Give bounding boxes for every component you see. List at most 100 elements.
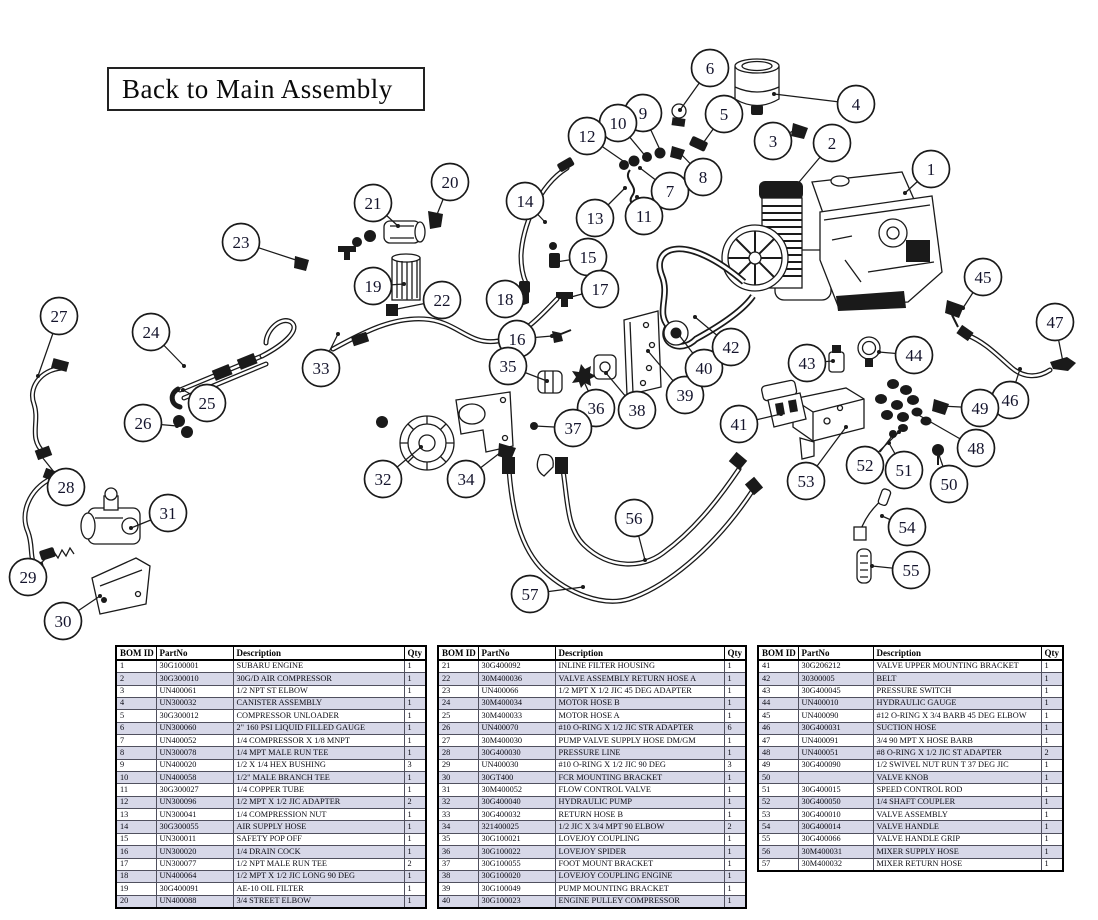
svg-text:34: 34 [458, 470, 476, 489]
partno-cell: 30G100021 [477, 832, 556, 847]
callout-51[interactable]: 51 [884, 441, 924, 490]
svg-text:10: 10 [610, 114, 627, 133]
bom-id-cell: 9 [115, 758, 157, 773]
callout-50[interactable]: 50 [929, 450, 969, 504]
bom-id-cell: 56 [757, 845, 799, 859]
callout-52[interactable]: 52 [845, 430, 902, 485]
callout-8[interactable]: 8 [677, 150, 723, 197]
description-cell: VALVE KNOB [872, 771, 1042, 785]
callout-44[interactable]: 44 [877, 335, 934, 375]
callout-1[interactable]: 1 [903, 149, 951, 196]
callout-42[interactable]: 42 [693, 315, 751, 367]
callout-24[interactable]: 24 [131, 312, 187, 369]
callout-43[interactable]: 43 [787, 343, 836, 383]
bom-id-cell: 43 [757, 684, 799, 699]
callout-40[interactable]: 40 [677, 333, 724, 388]
qty-cell: 1 [1040, 758, 1064, 773]
callout-29[interactable]: 29 [8, 554, 51, 597]
callout-27[interactable]: 27 [36, 296, 79, 379]
svg-text:26: 26 [135, 414, 152, 433]
bom-id-cell: 32 [437, 795, 479, 810]
bom-id-cell: 37 [437, 857, 479, 871]
description-cell: VALVE HANDLE GRIP [872, 832, 1042, 847]
partno-cell: 30M400034 [477, 697, 556, 711]
callout-56[interactable]: 56 [614, 498, 654, 563]
bom-id-cell: 5 [115, 709, 157, 723]
callout-25[interactable]: 25 [181, 383, 227, 423]
description-cell: RETURN HOSE B [554, 808, 725, 822]
callout-18[interactable]: 18 [485, 279, 526, 319]
partno-cell: UN400030 [477, 758, 556, 773]
callout-26[interactable]: 26 [123, 403, 180, 443]
callout-2[interactable]: 2 [787, 123, 852, 197]
callout-46[interactable]: 46 [990, 367, 1030, 420]
callout-30[interactable]: 30 [43, 594, 103, 641]
callout-21[interactable]: 21 [353, 183, 401, 229]
callout-38[interactable]: 38 [604, 371, 657, 430]
callout-34[interactable]: 34 [446, 447, 508, 499]
callout-54[interactable]: 54 [880, 507, 927, 547]
callout-47[interactable]: 47 [1035, 302, 1075, 365]
qty-cell: 2 [1040, 746, 1064, 760]
callout-53[interactable]: 53 [786, 425, 849, 501]
callout-12[interactable]: 12 [567, 116, 629, 166]
callout-22[interactable]: 22 [390, 280, 462, 320]
qty-cell: 1 [1040, 832, 1064, 847]
callout-3[interactable]: 3 [753, 121, 798, 161]
callout-48[interactable]: 48 [913, 411, 996, 468]
partno-cell: 30G300055 [155, 820, 234, 834]
partno-cell: UN400010 [797, 697, 874, 711]
callout-45[interactable]: 45 [961, 257, 1003, 311]
callout-31[interactable]: 31 [129, 493, 188, 533]
back-to-main-assembly-link[interactable]: Back to Main Assembly [107, 67, 425, 111]
callout-13[interactable]: 13 [575, 186, 628, 238]
callout-17[interactable]: 17 [562, 269, 620, 309]
callout-4[interactable]: 4 [772, 84, 876, 124]
callout-32[interactable]: 32 [363, 445, 424, 499]
qty-cell: 1 [723, 857, 747, 871]
qty-cell: 1 [403, 894, 427, 909]
bom-id-cell: 23 [437, 684, 479, 699]
callout-20[interactable]: 20 [430, 162, 470, 220]
callout-23[interactable]: 23 [221, 222, 305, 265]
callout-5[interactable]: 5 [699, 94, 744, 149]
bom-id-cell: 28 [437, 746, 479, 760]
bom-id-cell: 45 [757, 709, 799, 723]
callout-28[interactable]: 28 [36, 450, 86, 507]
bom-id-cell: 15 [115, 832, 157, 847]
callout-33[interactable]: 33 [301, 332, 341, 388]
partno-cell: UN400064 [155, 869, 234, 884]
qty-cell: 1 [403, 783, 427, 797]
partno-cell: UN400091 [797, 734, 874, 748]
callout-39[interactable]: 39 [646, 349, 705, 415]
callout-55[interactable]: 55 [870, 550, 931, 590]
callout-19[interactable]: 19 [353, 266, 407, 306]
partno-cell: 30M400036 [477, 672, 556, 686]
bom-id-cell: 52 [757, 795, 799, 810]
qty-cell: 1 [1040, 734, 1064, 748]
col-qty: Qty [723, 645, 747, 661]
callout-37[interactable]: 37 [533, 408, 593, 448]
callout-7[interactable]: 7 [638, 166, 690, 211]
svg-text:42: 42 [723, 338, 740, 357]
callout-41[interactable]: 41 [719, 404, 784, 444]
callout-6[interactable]: 6 [678, 48, 730, 113]
callout-35[interactable]: 35 [488, 346, 550, 386]
callout-14[interactable]: 14 [505, 181, 548, 225]
callout-49[interactable]: 49 [939, 388, 1000, 428]
bom-id-cell: 33 [437, 808, 479, 822]
callout-11[interactable]: 11 [624, 195, 664, 236]
svg-text:3: 3 [769, 132, 778, 151]
qty-cell: 1 [723, 746, 747, 760]
callout-57[interactable]: 57 [510, 574, 586, 614]
svg-text:56: 56 [626, 509, 643, 528]
